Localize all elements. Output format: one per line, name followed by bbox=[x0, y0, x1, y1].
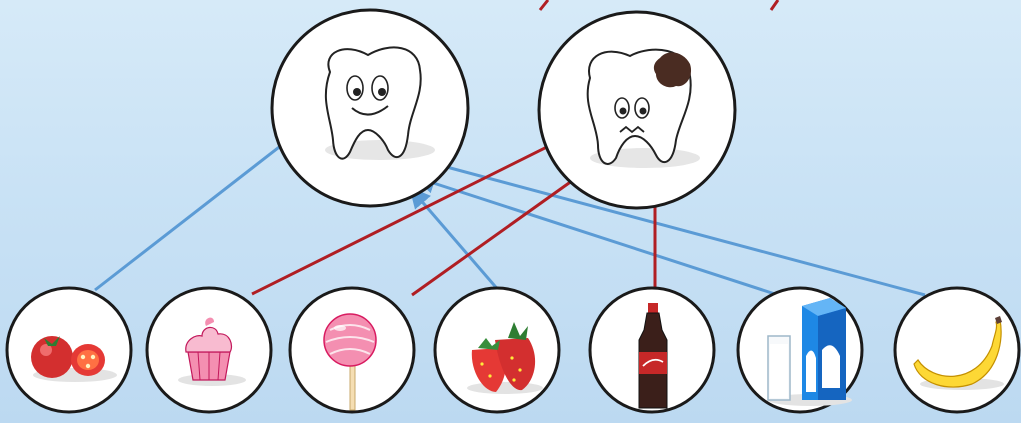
arrow-group bbox=[95, 127, 925, 298]
food-node-banana bbox=[895, 288, 1019, 412]
red-mark-left bbox=[540, 0, 548, 10]
food-node-lollipop bbox=[290, 288, 414, 412]
food-node-strawberry bbox=[435, 288, 559, 412]
arrow-lollipop-to-decayed bbox=[412, 168, 590, 295]
food-node-tomato bbox=[7, 288, 131, 412]
arrow-tomato-to-healthy bbox=[95, 127, 305, 290]
food-node-soda bbox=[590, 288, 714, 412]
food-node-milk bbox=[738, 288, 862, 412]
food-node-cupcake bbox=[147, 288, 271, 412]
decayed-tooth-node bbox=[539, 12, 735, 208]
healthy-tooth-node bbox=[272, 10, 468, 206]
red-mark-right bbox=[771, 0, 778, 10]
